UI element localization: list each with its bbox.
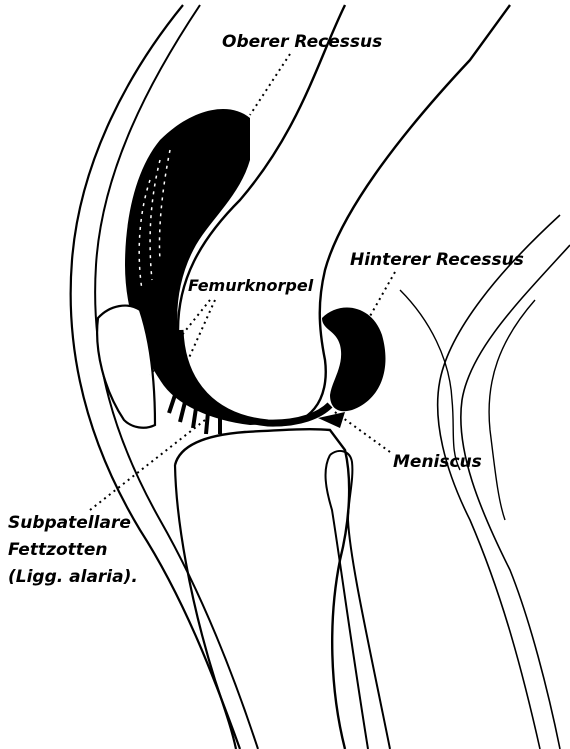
- label-subpatellar-line1: Subpatellare: [8, 510, 138, 537]
- tibia-front-line: [175, 465, 236, 749]
- label-subpatellar-fat: Subpatellare Fettzotten (Ligg. alaria).: [8, 510, 138, 591]
- label-subpatellar-line3: (Ligg. alaria).: [8, 564, 138, 591]
- label-femoral-cartilage: Femurknorpel: [188, 276, 313, 295]
- label-upper-recess: Oberer Recessus: [222, 32, 382, 52]
- posterior-line-4: [489, 300, 535, 520]
- label-subpatellar-line2: Fettzotten: [8, 537, 138, 564]
- label-meniscus: Meniscus: [393, 452, 482, 472]
- label-posterior-recess: Hinterer Recessus: [350, 250, 524, 270]
- posterior-recess-mass: [322, 308, 385, 412]
- tibia-outline: [175, 429, 349, 749]
- posterior-line-2: [461, 245, 570, 749]
- posterior-line-3: [400, 290, 460, 470]
- leader-upper-recess: [250, 54, 290, 115]
